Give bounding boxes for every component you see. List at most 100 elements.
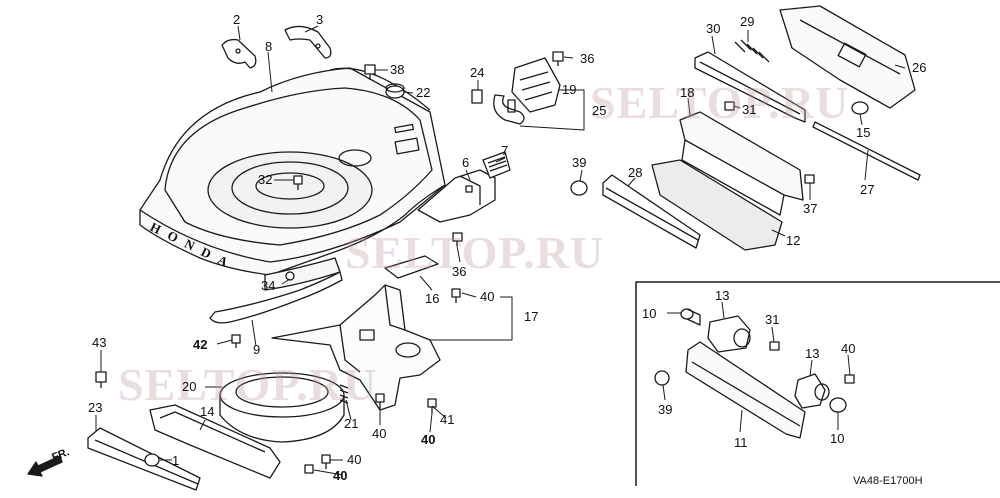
part-label-28: 28 — [628, 165, 643, 180]
strip-part-30 — [694, 51, 806, 123]
screw-part-31-lower — [769, 341, 780, 351]
grommet-part-22 — [385, 83, 405, 99]
bolt-part-43 — [95, 371, 107, 388]
part-label-21: 21 — [344, 416, 359, 431]
bolt-part-40-d — [304, 464, 314, 474]
part-label-6: 6 — [462, 155, 470, 170]
part-label-20: 20 — [182, 379, 197, 394]
bolt-part-34 — [285, 271, 295, 281]
screw-part-40-inset — [844, 374, 855, 384]
bolt-part-40-b — [427, 398, 437, 413]
nut-part-39-lower — [654, 370, 670, 386]
plate-part-11 — [685, 341, 806, 439]
part-label-43: 43 — [92, 335, 107, 350]
bolt-part-40-c — [321, 454, 331, 469]
front-plate-part-14 — [149, 404, 281, 479]
part-label-31-lower: 31 — [765, 312, 780, 327]
watermark-center: SELTOP.RU — [345, 227, 605, 278]
bar-part-28 — [602, 174, 701, 249]
part-label-30: 30 — [706, 21, 721, 36]
part-label-24: 24 — [470, 65, 485, 80]
rear-bracket-part-17 — [271, 284, 441, 411]
part-label-17: 17 — [524, 309, 539, 324]
ring-part-20 — [219, 372, 345, 443]
part-label-34: 34 — [261, 278, 276, 293]
bracket-part-19 — [511, 57, 561, 113]
spring-part-29 — [734, 39, 770, 63]
mower-deck-shell — [139, 67, 446, 291]
bracket-part-2 — [221, 38, 257, 69]
pad-part-16 — [384, 255, 439, 279]
clip-part-25 — [493, 94, 525, 125]
pin-part-10-right — [829, 397, 847, 413]
pin-part-40-upper — [451, 288, 461, 303]
part-label-38: 38 — [390, 62, 405, 77]
watermark-bottom-left: SELTOP.RU — [118, 359, 378, 410]
part-label-11: 11 — [734, 435, 748, 450]
nut-part-1 — [144, 453, 160, 467]
part-label-10-left: 10 — [642, 306, 657, 321]
spring-part-21 — [339, 384, 349, 404]
part-label-16: 16 — [425, 291, 440, 306]
part-label-9: 9 — [253, 342, 261, 357]
part-label-40-d: 40 — [333, 468, 348, 483]
part-label-31-upper: 31 — [742, 102, 757, 117]
part-label-14: 14 — [200, 404, 215, 419]
rail-part-9 — [209, 271, 343, 324]
pin-part-10-left — [680, 308, 701, 326]
part-label-18: 18 — [680, 85, 695, 100]
part-label-32: 32 — [258, 172, 273, 187]
frame-part-18 — [679, 111, 804, 216]
inset-frame — [635, 281, 1000, 486]
part-label-15: 15 — [856, 125, 871, 140]
part-label-42: 42 — [193, 337, 208, 352]
part-label-36-upper: 36 — [580, 51, 595, 66]
diagram-code: VA48-E1700H — [853, 475, 923, 487]
part-label-8: 8 — [265, 39, 273, 54]
part-label-27: 27 — [860, 182, 875, 197]
nut-part-39-upper — [570, 180, 588, 196]
nut-part-36-lower — [452, 232, 463, 246]
part-label-40-c: 40 — [347, 452, 362, 467]
part-label-26: 26 — [912, 60, 927, 75]
part-label-19: 19 — [562, 82, 577, 97]
cover-part-26 — [779, 5, 916, 109]
bracket-part-3 — [284, 25, 332, 59]
rod-part-27 — [812, 121, 921, 181]
part-label-1: 1 — [172, 453, 180, 468]
part-label-10-right: 10 — [830, 431, 845, 446]
knob-part-15 — [851, 101, 869, 115]
watermark-top-right: SELTOP.RU — [590, 77, 850, 128]
part-label-22: 22 — [416, 85, 431, 100]
part-label-3: 3 — [316, 12, 324, 27]
part-label-37: 37 — [803, 201, 818, 216]
front-direction-arrow-icon — [27, 455, 63, 477]
part-label-39-lower: 39 — [658, 402, 673, 417]
pad-part-12 — [651, 159, 783, 251]
hinge-part-13-left — [707, 315, 751, 353]
part-label-2: 2 — [233, 12, 241, 27]
part-label-25: 25 — [592, 103, 607, 118]
part-label-36-lower: 36 — [452, 264, 467, 279]
leader-lines — [95, 25, 906, 476]
part-label-29: 29 — [740, 14, 755, 29]
part-label-40-a: 40 — [372, 426, 387, 441]
holder-part-24 — [471, 89, 483, 104]
part-label-39-upper: 39 — [572, 155, 587, 170]
part-label-12: 12 — [786, 233, 801, 248]
hinge-part-13-right — [794, 373, 830, 409]
part-label-41: 41 — [440, 412, 455, 427]
part-label-40-b: 40 — [421, 432, 436, 447]
side-bracket-part-6 — [417, 169, 496, 223]
bolt-part-40-a — [375, 393, 385, 408]
screw-part-36-upper — [552, 51, 564, 66]
part-label-40-upper: 40 — [480, 289, 495, 304]
part-label-7: 7 — [501, 143, 509, 158]
screw-part-37 — [804, 174, 815, 184]
bolt-part-42 — [231, 334, 241, 348]
part-label-13-left: 13 — [715, 288, 730, 303]
part-label-13-right: 13 — [805, 346, 820, 361]
part-label-23: 23 — [88, 400, 103, 415]
part-label-40-inset: 40 — [841, 341, 856, 356]
